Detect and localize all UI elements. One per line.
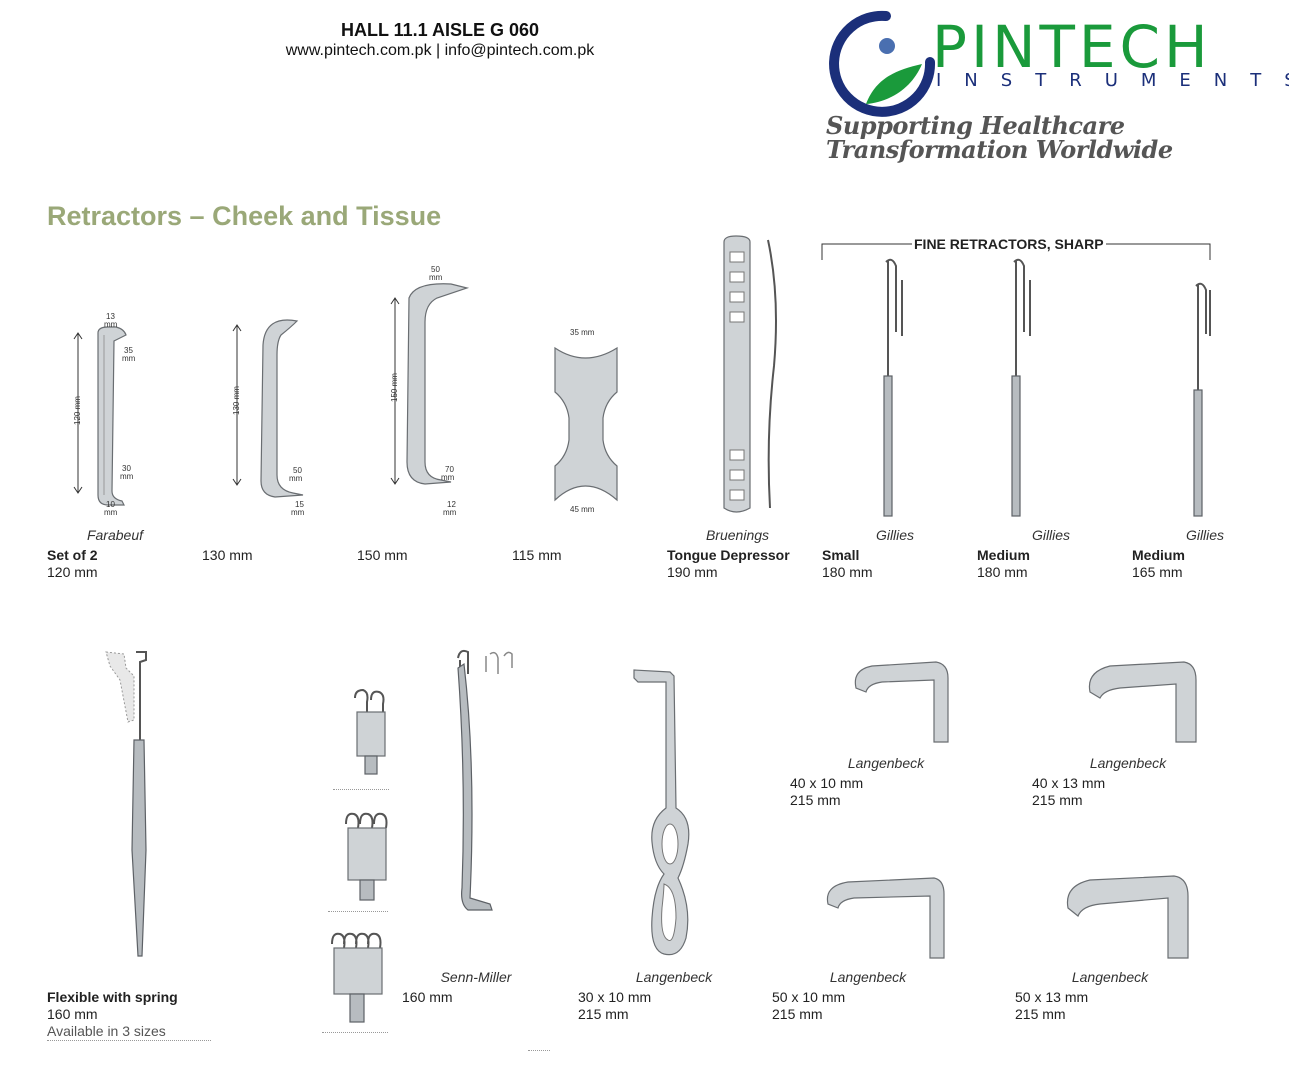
langenbeck-50x10-length: 215 mm [772,1006,823,1022]
retractor-150-label: 150 mm [357,547,408,563]
bruenings-name: Bruenings [705,527,770,543]
dim-unit: mm [120,472,134,481]
farabeuf-top-dim: 13 [106,312,115,321]
retractor-115-label: 115 mm [512,547,562,563]
langenbeck-50x13-dims: 50 x 13 mm [1015,989,1089,1005]
langenbeck-loop-length: 215 mm [578,1006,629,1022]
langenbeck-50x10-name: Langenbeck [829,969,907,985]
pintech-logo-emblem [829,10,936,117]
langenbeck-40x10-name: Langenbeck [847,755,925,771]
retractor-150-dim-a: 70 [445,465,454,474]
langenbeck-40x10-dims: 40 x 10 mm [790,775,864,791]
langenbeck-40x10-illustration [854,661,949,743]
langenbeck-40x13-dims: 40 x 13 mm [1032,775,1106,791]
langenbeck-50x10-dims: 50 x 10 mm [772,989,846,1005]
gillies-small-label: Small [822,547,860,563]
retractor-130-label: 130 mm [202,547,253,563]
tongue-depressor-label: Tongue Depressor [667,547,790,563]
langenbeck-loop-name: Langenbeck [635,969,713,985]
gillies-small-size: 180 mm [822,564,873,580]
retractor-130-illustration: 130 mm 50 mm 15 mm [232,319,305,517]
dim-unit: mm [104,508,118,517]
gillies-medium-165-label: Medium [1132,547,1185,563]
farabeuf-size: 120 mm [47,564,98,580]
langenbeck-40x13-length: 215 mm [1032,792,1083,808]
langenbeck-50x13-length: 215 mm [1015,1006,1066,1022]
bruenings-tongue-depressor-illustration [723,235,777,513]
retractor-115-top-dim: 35 mm [570,328,595,337]
senn-miller-size: 160 mm [402,989,453,1005]
rake-head-4-prong-illustration [331,932,383,1023]
farabeuf-bot1-dim: 30 [122,464,131,473]
dim-unit: mm [443,508,457,517]
langenbeck-50x10-illustration [826,877,945,959]
senn-divider [528,1050,550,1051]
gillies-medium-illustration [1011,258,1031,517]
gillies-medium-name: Gillies [1031,527,1071,543]
retractor-115-bottom-dim: 45 mm [570,505,595,514]
farabeuf-length-dim: 120 mm [73,396,82,425]
dim-unit: mm [441,473,455,482]
farabeuf-120-illustration: 120 mm 13 mm 35 mm 30 mm 10 mm [73,312,136,517]
gillies-medium-size: 180 mm [977,564,1028,580]
senn-miller-name: Senn-Miller [440,969,512,985]
dim-unit: mm [289,474,303,483]
page-title: Retractors – Cheek and Tissue [47,201,442,231]
retractor-130-dim-b: 15 [295,500,304,509]
langenbeck-50x13-name: Langenbeck [1071,969,1149,985]
logo-tagline: Supporting Healthcare Transformation Wor… [826,111,1173,164]
retractor-115-illustration: 35 mm 45 mm [554,328,618,514]
flexible-spring-label: Flexible with spring [47,989,178,1005]
rake-divider-1 [333,789,389,790]
flexible-spring-size: 160 mm [47,1006,98,1022]
retractor-150-dim-b: 12 [447,500,456,509]
flexible-spring-availability: Available in 3 sizes [47,1023,211,1041]
logo-subtitle: INSTRUMENTS [936,70,1289,91]
contact-line: www.pintech.com.pk | info@pintech.com.pk [285,42,595,59]
dim-unit: mm [122,354,136,363]
tongue-depressor-size: 190 mm [667,564,718,580]
farabeuf-label: Set of 2 [47,547,98,563]
langenbeck-loop-illustration [633,669,690,956]
dim-unit: mm [291,508,305,517]
dim-unit: mm [429,273,443,282]
gillies-small-illustration [883,258,903,517]
langenbeck-40x13-illustration [1088,661,1197,743]
farabeuf-name: Farabeuf [86,527,144,543]
langenbeck-40x13-name: Langenbeck [1089,755,1167,771]
rake-divider-2 [328,911,388,912]
hall-aisle-heading: HALL 11.1 AISLE G 060 [340,20,540,40]
langenbeck-loop-dims: 30 x 10 mm [578,989,652,1005]
retractor-150-top-dim: 50 [431,265,440,274]
farabeuf-mid-dim: 35 [124,346,133,355]
retractor-150-length-dim: 150 mm [390,373,399,402]
gillies-small-name: Gillies [875,527,915,543]
rake-head-3-prong-illustration [345,812,388,901]
retractor-130-dim-a: 50 [293,466,302,475]
gillies-medium-165-illustration [1193,282,1211,517]
logo-wordmark: PINTECH [932,13,1212,81]
flexible-spring-retractor-illustration [105,651,147,957]
rake-head-2-prong-illustration [354,688,386,775]
retractor-130-length-dim: 130 mm [232,386,241,415]
farabeuf-bot2-dim: 10 [106,500,115,509]
retractor-150-illustration: 50 mm 150 mm 70 mm 12 mm [390,265,470,517]
dim-unit: mm [104,320,118,329]
rake-divider-3 [322,1032,388,1033]
gillies-medium-165-size: 165 mm [1132,564,1183,580]
fine-retractors-heading: FINE RETRACTORS, SHARP [912,236,1106,252]
senn-miller-illustration [457,649,513,911]
gillies-medium-165-name: Gillies [1185,527,1225,543]
langenbeck-50x13-illustration [1066,875,1189,959]
langenbeck-40x10-length: 215 mm [790,792,841,808]
gillies-medium-label: Medium [977,547,1030,563]
